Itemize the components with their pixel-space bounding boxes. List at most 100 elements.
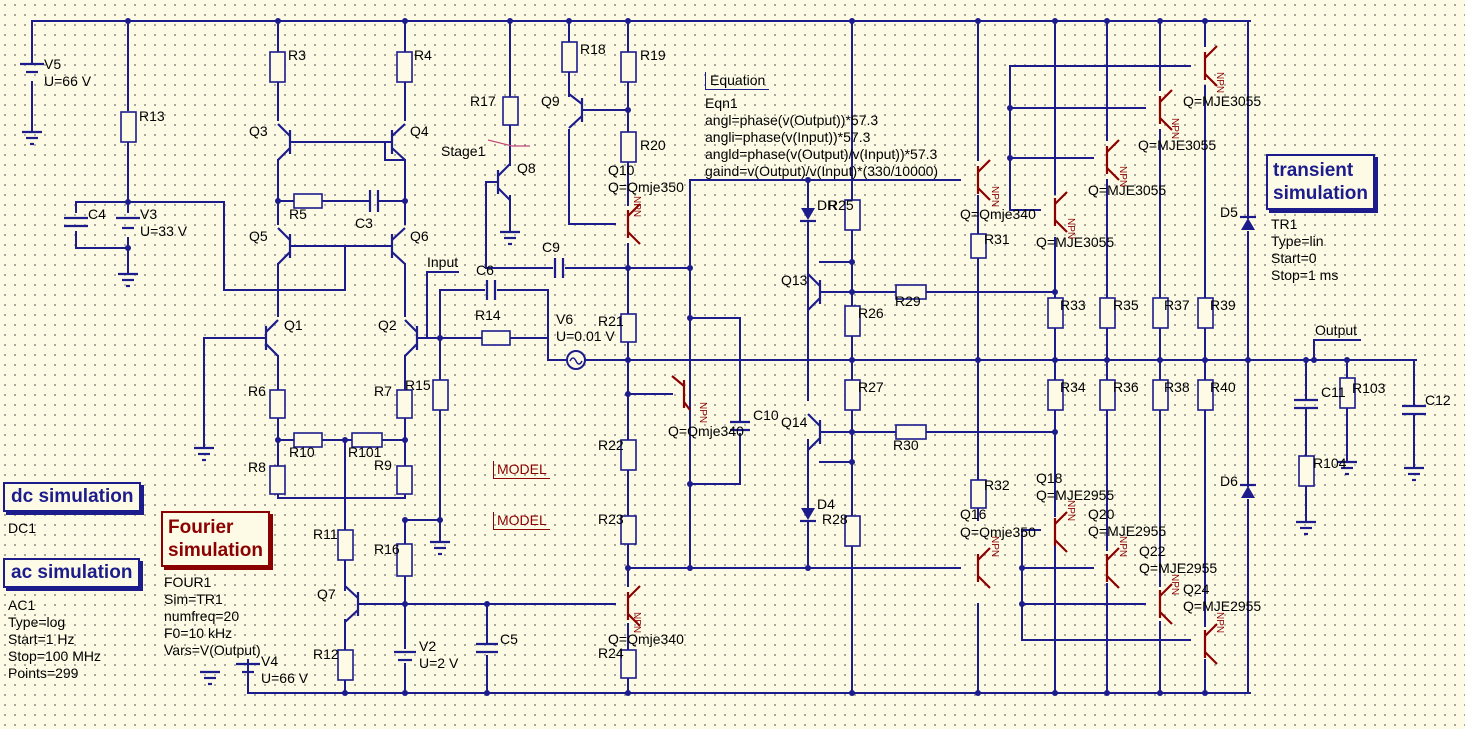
net-label-output[interactable]: Output xyxy=(1315,322,1358,338)
resistor-r21[interactable] xyxy=(620,313,637,343)
resistor-r28[interactable] xyxy=(844,515,861,547)
capacitor-c9[interactable] xyxy=(553,258,565,278)
resistor-r8[interactable] xyxy=(269,465,286,495)
resistor-r26[interactable] xyxy=(844,305,861,337)
transistor-q7[interactable] xyxy=(344,585,360,623)
net-label-stage1[interactable]: Stage1 xyxy=(441,143,486,159)
dc-sources xyxy=(20,62,416,674)
ac-source-v6[interactable] xyxy=(566,350,586,370)
resistor-r36[interactable] xyxy=(1099,379,1116,411)
model-block[interactable]: MODEL xyxy=(493,461,550,479)
transistor-q23[interactable] xyxy=(1203,45,1218,87)
transistor-label: Q2 xyxy=(378,317,397,333)
diode-d4[interactable] xyxy=(800,508,816,523)
resistor-r18[interactable] xyxy=(561,41,578,73)
transistor-q15[interactable] xyxy=(976,159,991,201)
diode-d5[interactable] xyxy=(1240,215,1256,230)
transistor-q18[interactable] xyxy=(1053,511,1068,553)
resistor-r23[interactable] xyxy=(620,515,637,545)
transistor-q24[interactable] xyxy=(1203,623,1218,665)
resistor-r11[interactable] xyxy=(337,529,354,561)
resistor-r32[interactable] xyxy=(970,479,987,509)
capacitor-c10[interactable] xyxy=(730,420,750,432)
transistor-q2[interactable] xyxy=(404,319,419,357)
transistor-q19[interactable] xyxy=(1105,139,1120,181)
resistor-r22[interactable] xyxy=(620,439,637,471)
resistor-r39[interactable] xyxy=(1197,297,1214,329)
resistor-r104[interactable] xyxy=(1298,455,1315,487)
resistor-r33[interactable] xyxy=(1047,297,1064,329)
resistor-r40[interactable] xyxy=(1197,379,1214,411)
transistor-q11[interactable] xyxy=(671,375,691,411)
transistor-q14[interactable] xyxy=(807,413,822,451)
capacitor-c6[interactable] xyxy=(485,280,497,300)
transistor-q3[interactable] xyxy=(277,123,292,161)
transistor-q20[interactable] xyxy=(1105,547,1120,589)
resistor-r10[interactable] xyxy=(293,432,323,448)
source-v3[interactable] xyxy=(116,216,140,230)
transistor-label: Q9 xyxy=(541,93,560,109)
resistor-label: R36 xyxy=(1113,379,1139,395)
ac-param: Start=1 Hz xyxy=(8,631,75,647)
diode-dr[interactable] xyxy=(800,208,816,223)
transistor-q5[interactable] xyxy=(277,227,292,265)
diode-d6[interactable] xyxy=(1240,483,1256,498)
resistor-r9[interactable] xyxy=(396,465,413,495)
resistor-r4[interactable] xyxy=(396,51,413,83)
capacitor-c4[interactable] xyxy=(64,216,88,228)
resistor-r12[interactable] xyxy=(337,649,354,681)
resistor-r25[interactable] xyxy=(844,199,861,231)
resistor-r15[interactable] xyxy=(432,379,449,411)
resistor-r24[interactable] xyxy=(620,649,637,679)
transistor-q13[interactable] xyxy=(807,273,822,311)
resistor-r103[interactable] xyxy=(1339,377,1356,409)
resistor-r101[interactable] xyxy=(351,432,383,448)
resistor-label: R22 xyxy=(598,437,624,453)
capacitor-c3[interactable] xyxy=(368,190,380,212)
transistor-q1[interactable] xyxy=(264,319,279,357)
resistor-r19[interactable] xyxy=(620,51,637,83)
capacitor-c11[interactable] xyxy=(1294,398,1318,410)
transistor-q8[interactable] xyxy=(496,163,511,201)
transistor-q12[interactable] xyxy=(626,585,641,627)
resistor-r16[interactable] xyxy=(396,543,413,577)
capacitor-c5[interactable] xyxy=(476,642,498,654)
transistor-model: Q=MJE3055 xyxy=(1183,93,1262,109)
transistor-q17[interactable] xyxy=(1053,191,1068,233)
resistor-r34[interactable] xyxy=(1047,379,1064,411)
resistor-r3[interactable] xyxy=(269,51,286,83)
transistor-q6[interactable] xyxy=(390,227,406,265)
resistor-r38[interactable] xyxy=(1152,379,1169,411)
transistor-q21[interactable] xyxy=(1158,89,1173,131)
model-block[interactable]: MODEL xyxy=(493,512,550,530)
transistor-q10[interactable] xyxy=(626,203,641,245)
capacitor-c12[interactable] xyxy=(1402,404,1426,416)
resistor-r20[interactable] xyxy=(620,131,637,163)
resistor-r6[interactable] xyxy=(269,389,286,419)
resistor-r13[interactable] xyxy=(120,111,137,143)
transistor-q22[interactable] xyxy=(1158,583,1173,625)
source-v2[interactable] xyxy=(394,650,416,662)
resistor-r37[interactable] xyxy=(1152,297,1169,329)
ac-simulation-title[interactable]: ac simulation xyxy=(3,558,141,588)
resistor-r17[interactable] xyxy=(502,96,519,126)
equation-title[interactable]: Equation xyxy=(705,72,770,90)
resistor-r31[interactable] xyxy=(970,233,987,259)
resistor-r5[interactable] xyxy=(293,193,323,209)
resistor-r35[interactable] xyxy=(1099,297,1116,329)
resistor-r27[interactable] xyxy=(844,379,861,411)
resistor-r14[interactable] xyxy=(481,330,511,346)
resistor-r7[interactable] xyxy=(396,389,413,419)
resistor-r30[interactable] xyxy=(895,424,927,440)
transistor-q9[interactable] xyxy=(568,93,584,129)
source-v5[interactable] xyxy=(20,62,44,74)
dc-simulation-title[interactable]: dc simulation xyxy=(3,482,142,512)
npn-marker: NPN xyxy=(1117,166,1128,188)
resistor-r29[interactable] xyxy=(895,284,927,300)
source-v4[interactable] xyxy=(236,662,260,674)
transistor-q16[interactable] xyxy=(976,547,991,589)
transistor-q4[interactable] xyxy=(390,123,406,161)
net-label-input[interactable]: Input xyxy=(427,254,459,270)
